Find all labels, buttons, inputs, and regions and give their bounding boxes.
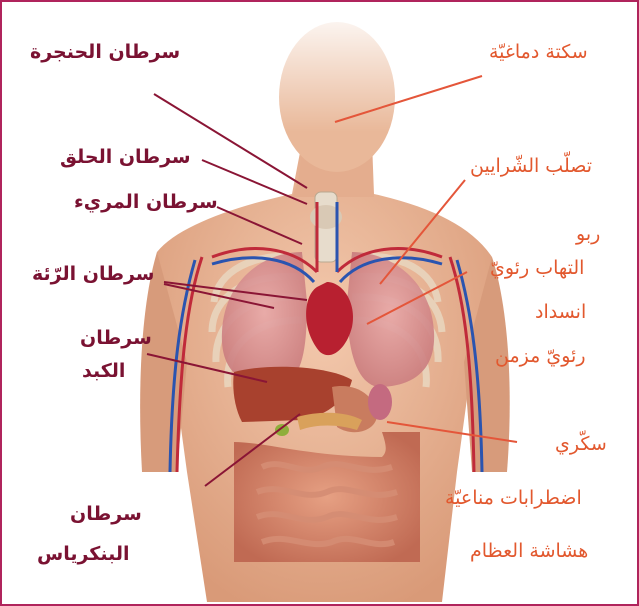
label-pancreas-cancer-line2: البنكرياس bbox=[37, 542, 130, 566]
label-copd-line2: رئويّ مزمن bbox=[495, 344, 586, 368]
label-stroke: سكتة دماغيّة bbox=[489, 40, 588, 64]
spleen bbox=[368, 384, 392, 420]
label-liver-cancer-line2: الكبد bbox=[82, 359, 125, 383]
label-asthma: ربو bbox=[576, 222, 600, 246]
label-pneumonia: التهاب رئويّ bbox=[490, 256, 584, 280]
label-immune-disorders: اضطرابات مناعيّة bbox=[445, 486, 582, 510]
label-diabetes: سكّري bbox=[555, 432, 607, 456]
label-pancreas-cancer-line1: سرطان bbox=[70, 502, 142, 526]
label-esophagus-cancer: سرطان المريء bbox=[74, 190, 218, 214]
label-throat-cancer: سرطان الحلق bbox=[60, 145, 191, 169]
label-atherosclerosis: تصلّب الشّرايين bbox=[470, 154, 592, 178]
label-larynx-cancer: سرطان الحنجرة bbox=[30, 40, 180, 64]
label-liver-cancer-line1: سرطان bbox=[80, 326, 152, 350]
label-osteoporosis: هشاشة العظام bbox=[470, 539, 588, 563]
gallbladder bbox=[275, 424, 289, 436]
label-copd-line1: انسداد bbox=[535, 300, 586, 324]
label-lung-cancer: سرطان الرّئة bbox=[32, 262, 155, 286]
